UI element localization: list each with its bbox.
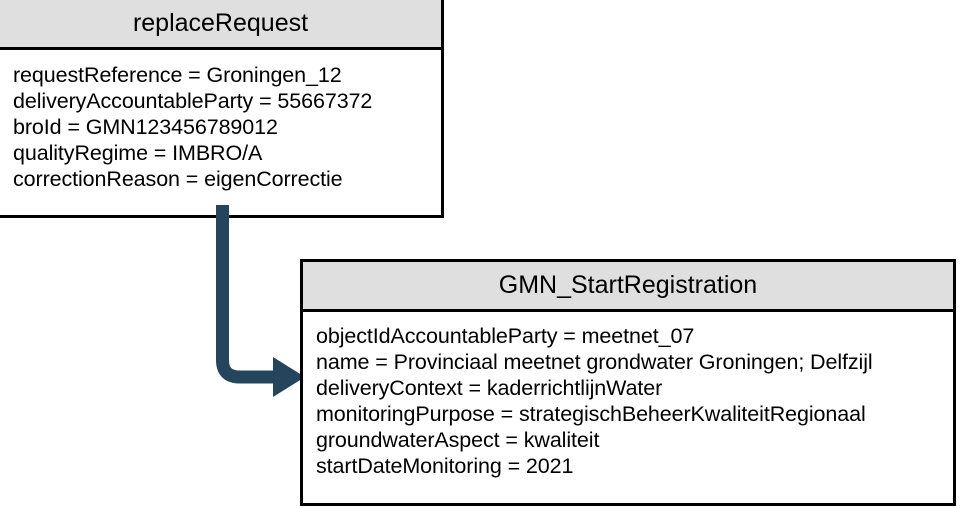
- attribute-row: monitoringPurpose = strategischBeheerKwa…: [316, 402, 866, 426]
- attribute-row: broId = GMN123456789012: [13, 115, 278, 139]
- uml-box-title-replace-request: replaceRequest: [0, 0, 441, 50]
- attribute-row: qualityRegime = IMBRO/A: [13, 141, 263, 165]
- uml-box-title-gmn-startregistration: GMN_StartRegistration: [303, 262, 953, 312]
- attribute-row: deliveryAccountableParty = 55667372: [13, 89, 373, 113]
- attribute-row: startDateMonitoring = 2021: [316, 454, 574, 478]
- attribute-row: groundwaterAspect = kwaliteit: [316, 428, 600, 452]
- attribute-row: name = Provinciaal meetnet grondwater Gr…: [316, 350, 873, 374]
- uml-box-gmn-startregistration[interactable]: GMN_StartRegistration objectIdAccountabl…: [300, 259, 956, 506]
- uml-box-replace-request[interactable]: replaceRequest requestReference = Gronin…: [0, 0, 444, 218]
- attribute-row: correctionReason = eigenCorrectie: [13, 167, 343, 191]
- uml-attribute-list-replace-request: requestReference = Groningen_12 delivery…: [0, 50, 441, 192]
- attribute-row: objectIdAccountableParty = meetnet_07: [316, 324, 695, 348]
- uml-attribute-list-gmn-startregistration: objectIdAccountableParty = meetnet_07 na…: [303, 312, 953, 479]
- attribute-row: deliveryContext = kaderrichtlijnWater: [316, 376, 663, 400]
- connector-line: [216, 205, 278, 384]
- attribute-row: requestReference = Groningen_12: [13, 63, 342, 87]
